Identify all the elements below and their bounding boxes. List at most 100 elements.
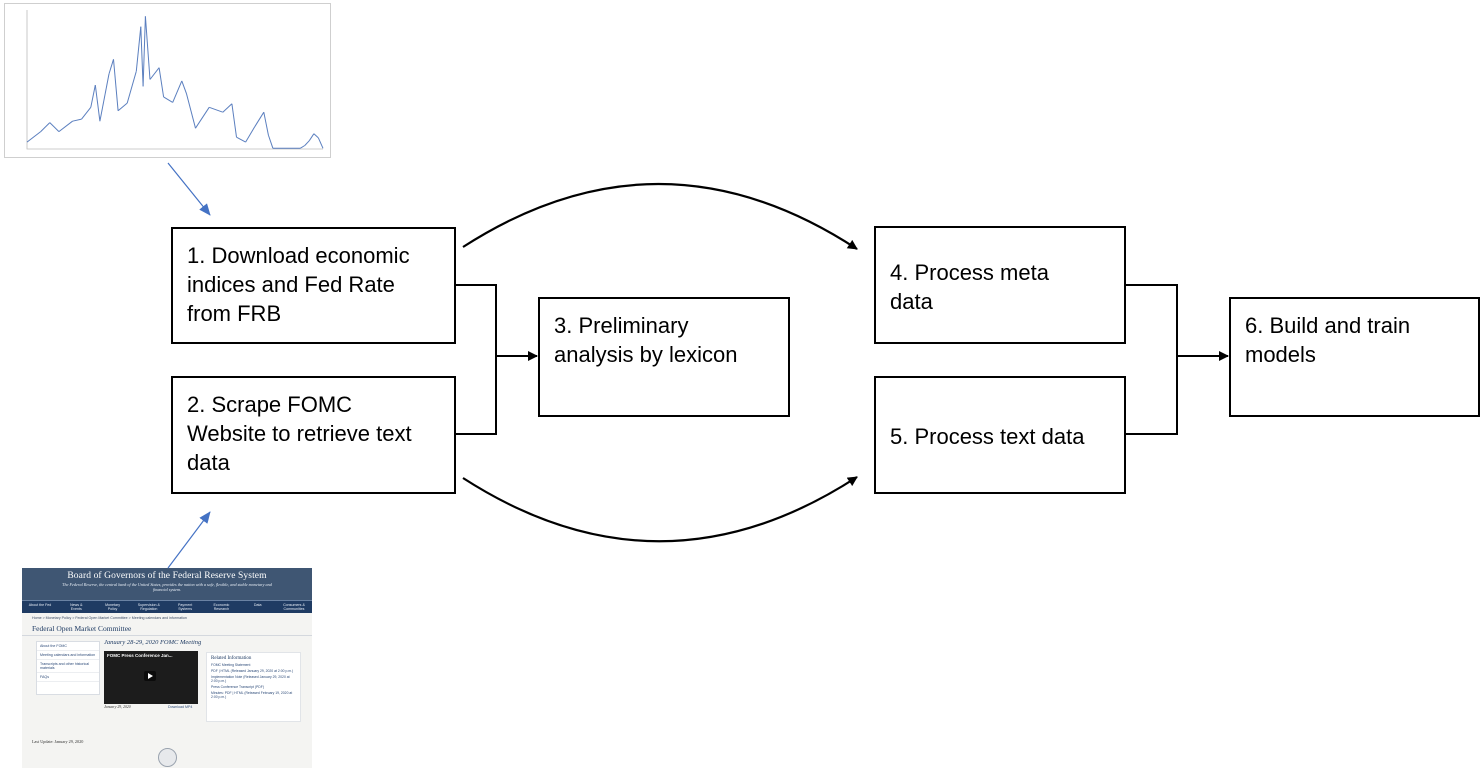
site-last-update: Last Update: January 29, 2020: [32, 739, 84, 744]
site-nav-item: Consumers & Communities: [283, 603, 305, 611]
step-5-line: 5. Process text data: [890, 424, 1085, 449]
step-3-box: 3. Preliminary analysis by lexicon: [538, 297, 790, 417]
site-related-title: Related Information: [211, 656, 252, 661]
curved-arrow-to-step4: [462, 182, 858, 250]
chart-line-segment: [245, 126, 256, 143]
site-sidebar-item: Transcripts and other historical materia…: [37, 660, 99, 673]
chart-line-segment: [144, 16, 151, 80]
chart-line-segment: [185, 93, 196, 129]
chart-line-segment: [40, 122, 51, 132]
connector-step4-merge: [1125, 284, 1178, 435]
site-related-item: Implementation Note (Released January 29…: [211, 675, 290, 683]
site-related-panel: Related Information FOMC Meeting Stateme…: [206, 652, 301, 722]
chart-line-segment: [149, 67, 160, 80]
curved-arrow-to-step5: [462, 476, 858, 543]
site-video-title: FOMC Press Conference Jan...: [107, 653, 173, 658]
chart-line-segment: [172, 80, 183, 103]
fed-rate-chart: [26, 10, 324, 150]
site-nav-item: News & Events: [70, 603, 83, 611]
image-pointer-arrow-2: [167, 511, 211, 569]
chart-line-segment: [94, 85, 101, 122]
step-6-line: models: [1245, 342, 1316, 367]
chart-line-segment: [231, 103, 237, 138]
play-icon: [144, 671, 156, 681]
chart-line-segment: [313, 133, 319, 139]
chart-line-segment: [254, 111, 265, 128]
step-1-line: indices and Fed Rate: [187, 272, 395, 297]
chart-line-segment: [49, 122, 60, 132]
chart-line-segment: [58, 120, 73, 132]
step-1-box: 1. Download economic indices and Fed Rat…: [171, 227, 456, 344]
chart-line-segment: [117, 102, 128, 112]
chart-line-segment: [263, 112, 269, 136]
site-related-item: Press Conference Transcript (PDF): [211, 685, 264, 689]
step-2-line: data: [187, 450, 230, 475]
image-pointer-arrow-1: [167, 162, 211, 216]
chart-line-segment: [236, 136, 246, 143]
seal-icon: [158, 748, 177, 767]
site-header-title: Board of Governors of the Federal Reserv…: [67, 571, 267, 581]
step-2-line: Website to retrieve text: [187, 421, 412, 446]
chart-line-segment: [90, 85, 96, 108]
chart-line-segment: [140, 26, 144, 87]
chart-line-segment: [108, 59, 114, 75]
chart-line-segment: [181, 80, 187, 94]
step-4-line: 4. Process meta: [890, 260, 1049, 285]
site-breadcrumb: Home > Monetary Policy > Federal Open Ma…: [32, 616, 187, 620]
chart-axes: [26, 10, 323, 150]
chart-line-segment: [209, 106, 223, 113]
site-video-date: January 29, 2020: [104, 705, 131, 709]
site-meeting-heading: January 28-29, 2020 FOMC Meeting: [104, 639, 202, 646]
chart-line-segment: [299, 145, 306, 149]
step-2-line: 2. Scrape FOMC: [187, 392, 353, 417]
chart-line-segment: [72, 118, 82, 122]
chart-line-segment: [142, 16, 146, 87]
chart-line-segment: [308, 133, 315, 141]
step-5-box: 5. Process text data: [874, 376, 1126, 494]
fed-rate-chart-thumbnail: [4, 3, 331, 158]
site-nav-item: Supervision & Regulation: [137, 603, 160, 611]
connector-step1-merge: [455, 284, 497, 435]
site-tagline: The Federal Reserve, the central bank of…: [62, 582, 272, 592]
site-related-item: FOMC Meeting Statement: [211, 663, 251, 667]
step-6-box: 6. Build and train models: [1229, 297, 1480, 417]
chart-line-segment: [222, 103, 233, 113]
chart-line-segment: [26, 131, 42, 143]
chart-line-segment: [113, 59, 119, 111]
site-download-link: Download MP4: [168, 705, 193, 709]
site-nav: About the Fed News & Events Monetary Pol…: [22, 600, 312, 613]
chart-series-lines: [26, 16, 324, 149]
step-2-box: 2. Scrape FOMC Website to retrieve text …: [171, 376, 456, 494]
site-nav-item: About the Fed: [28, 603, 52, 607]
site-nav-item: Payment Systems: [178, 603, 193, 611]
site-nav-item: Monetary Policy: [105, 603, 121, 611]
site-related-item: PDF | HTML (Released January 29, 2020 at…: [211, 669, 294, 673]
site-sidebar: About the FOMC Meeting calendars and inf…: [36, 641, 100, 695]
chart-line-segment: [99, 73, 110, 122]
chart-axis-lines: [26, 10, 323, 150]
chart-line-segment: [158, 67, 165, 97]
site-related-item: Minutes: PDF | HTML (Released February 1…: [211, 691, 293, 699]
site-sidebar-item: Meeting calendars and information: [37, 651, 99, 660]
chart-line-segment: [304, 140, 310, 146]
step-4-box: 4. Process meta data: [874, 226, 1126, 344]
step-1-line: 1. Download economic: [187, 243, 410, 268]
chart-line-segment: [195, 107, 210, 129]
site-sidebar-item: About the FOMC: [37, 642, 99, 651]
chart-line-segment: [135, 26, 142, 72]
site-nav-item: Economic Research: [213, 603, 230, 611]
site-sidebar-item: FAQs: [37, 673, 99, 682]
site-video: FOMC Press Conference Jan...: [104, 651, 198, 704]
step-4-line: data: [890, 289, 933, 314]
site-header: Board of Governors of the Federal Reserv…: [22, 568, 312, 600]
chart-line-segment: [267, 134, 274, 149]
chart-line-segment: [317, 137, 324, 149]
step-3-line: 3. Preliminary: [554, 313, 689, 338]
chart-line-segment: [81, 106, 92, 120]
site-section-title: Federal Open Market Committee: [22, 623, 312, 636]
chart-line-segment: [126, 71, 137, 104]
step-3-line: analysis by lexicon: [554, 342, 738, 367]
site-nav-item: Data: [253, 603, 262, 607]
fomc-website-thumbnail: Board of Governors of the Federal Reserv…: [22, 568, 312, 768]
